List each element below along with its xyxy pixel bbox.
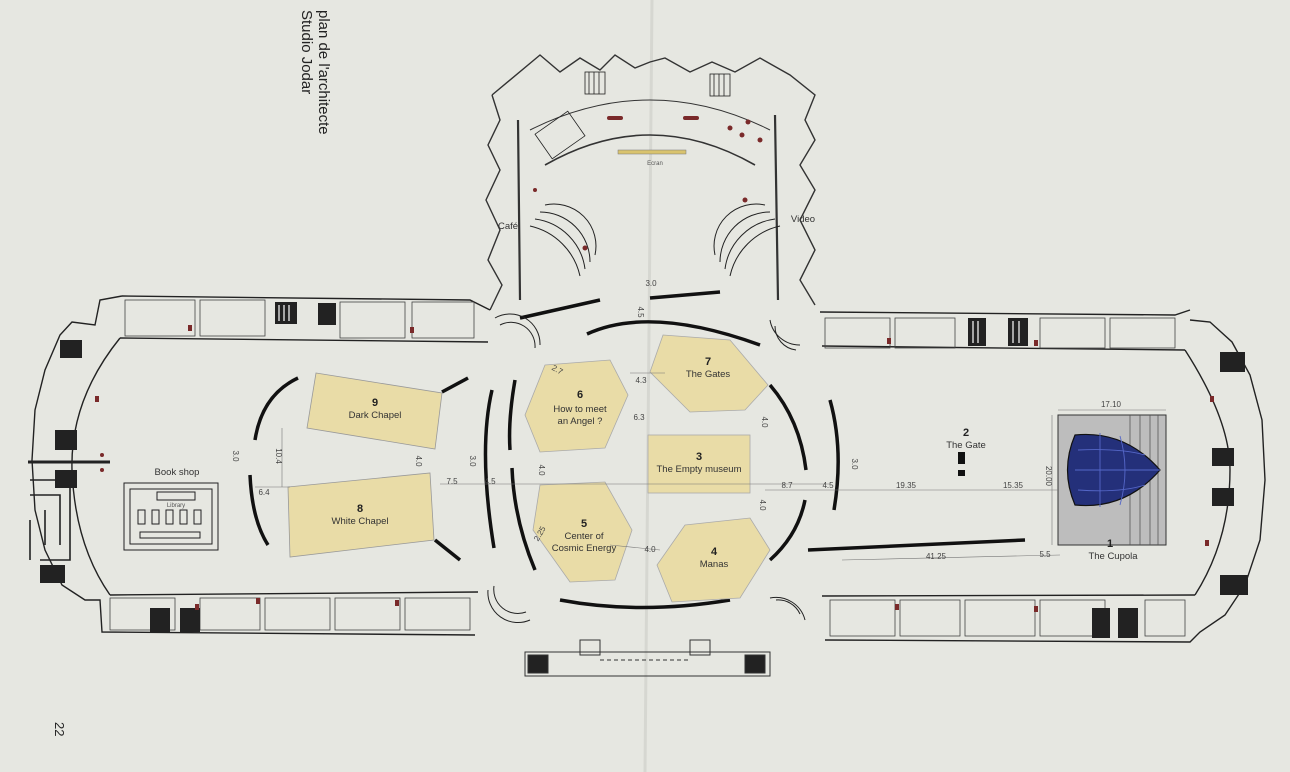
dim-8-7: 8.7: [781, 481, 793, 490]
dimension-labels: 3.0 4.5 2.7 4.3 6.3 4.0 4.0 4.0 2.25 4.0…: [231, 279, 1122, 561]
entrance: [524, 639, 771, 677]
dim-41-25: 41.25: [926, 552, 947, 561]
room-2-label: 2 The Gate: [946, 427, 986, 451]
room-9-number: 9: [372, 397, 378, 409]
dim-4-0-f: 4.0: [414, 455, 423, 467]
dim-right-3-0: 3.0: [850, 458, 859, 470]
dim-4-0-d: 4.0: [644, 545, 656, 554]
caption-line-2: Studio Jodar: [298, 10, 315, 95]
page-number: 22: [52, 722, 67, 737]
room-2-number: 2: [963, 427, 969, 439]
room-8-name: White Chapel: [331, 516, 388, 527]
main-hall-walls: [31, 295, 1266, 643]
room-7-name: The Gates: [686, 369, 731, 380]
screen-label: Ecran: [647, 161, 663, 167]
room-6-number: 6: [577, 389, 583, 401]
room-6-name-2: an Angel ?: [558, 416, 603, 427]
room-8: 8 White Chapel: [287, 472, 435, 558]
dim-10-4: 10.4: [274, 448, 283, 464]
cafe-label: Café: [498, 221, 518, 232]
room-9-name: Dark Chapel: [349, 410, 402, 421]
screen-bar: [617, 149, 687, 155]
room-3: 3 The Empty museum: [647, 434, 751, 494]
room-7-number: 7: [705, 356, 711, 368]
dim-right-4-5: 4.5: [822, 481, 834, 490]
hall-markers: [95, 325, 1214, 612]
dim-mid-3-0: 3.0: [468, 455, 477, 467]
chapel-enclosure: [248, 376, 469, 562]
room-5: 5 Center of Cosmic Energy: [532, 481, 633, 583]
rotunda-walls: [483, 290, 840, 610]
room-1-name: The Cupola: [1088, 551, 1138, 562]
room-5-name-1: Center of: [564, 531, 603, 542]
dim-4-0-b: 4.0: [537, 464, 546, 476]
room-1-number: 1: [1107, 538, 1113, 550]
room-9: 9 Dark Chapel: [306, 372, 443, 450]
cupola-room: [1057, 414, 1167, 546]
dim-15-35: 15.35: [1003, 481, 1024, 490]
dim-left-4-5: 4.5: [484, 477, 496, 486]
room-3-name: The Empty museum: [657, 464, 742, 475]
stairs-top: [534, 71, 731, 160]
room-6: 6 How to meet an Angel ?: [524, 359, 629, 453]
room-3-number: 3: [696, 451, 702, 463]
left-stairs-maze: [28, 460, 110, 561]
seating-right: [713, 203, 781, 277]
room-6-name-1: How to meet: [553, 404, 607, 415]
room-2-name: The Gate: [946, 440, 986, 451]
dim-5-5: 5.5: [1039, 550, 1051, 559]
gate-markers: [958, 452, 965, 476]
dim-top-3-0: 3.0: [645, 279, 657, 288]
seating-left: [529, 203, 597, 277]
dim-4-0-a: 4.0: [760, 416, 769, 428]
dim-6-4: 6.4: [258, 488, 270, 497]
dim-6-3: 6.3: [633, 413, 645, 422]
room-1-label: 1 The Cupola: [1088, 538, 1138, 562]
room-4: 4 Manas: [656, 517, 771, 603]
book-shop-label: Book shop: [155, 467, 200, 478]
room-7: 7 The Gates: [649, 334, 769, 413]
video-label: Video: [791, 214, 815, 225]
caption-line-1: plan de l'architecte: [315, 10, 332, 135]
rotunda-bases: [487, 313, 806, 624]
markers-top: [533, 116, 763, 251]
dimension-lines: [255, 372, 1166, 561]
dim-4-3: 4.3: [635, 376, 647, 385]
dim-19-35: 19.35: [896, 481, 917, 490]
book-shop-plan: [123, 482, 219, 551]
room-4-number: 4: [711, 546, 718, 558]
dim-4-0-c: 4.0: [758, 499, 767, 511]
room-5-number: 5: [581, 518, 587, 530]
paper-fold: [643, 0, 654, 772]
library-label: Library: [167, 503, 185, 509]
dim-top-4-5: 4.5: [636, 306, 645, 318]
room-8-number: 8: [357, 503, 363, 515]
dim-17-10: 17.10: [1101, 400, 1122, 409]
architect-caption: plan de l'architecte Studio Jodar: [298, 10, 332, 135]
dim-20-00: 20.00: [1044, 466, 1053, 487]
dim-left-3-0: 3.0: [231, 450, 240, 462]
room-4-name: Manas: [700, 559, 729, 570]
room-5-name-2: Cosmic Energy: [552, 543, 617, 554]
wall-modules: [109, 299, 1186, 637]
long-wall: [807, 538, 1026, 552]
dim-7-5: 7.5: [446, 477, 458, 486]
